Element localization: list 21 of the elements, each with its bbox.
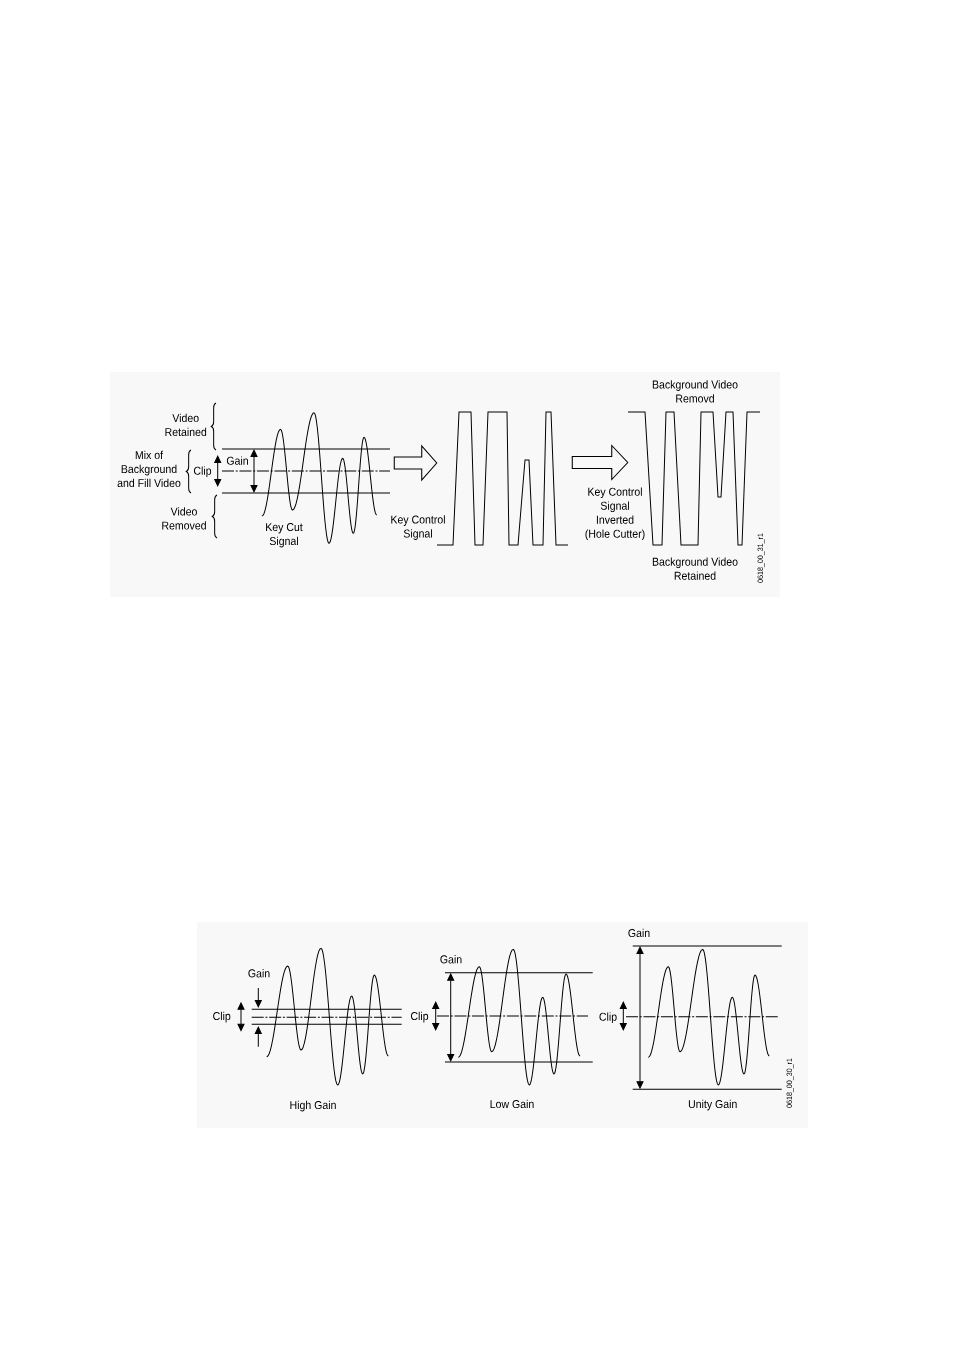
clip-label: Clip (193, 466, 212, 478)
region-label: Video Retained (165, 413, 207, 437)
region-label: Video Removed (162, 507, 206, 530)
clip-label: Clip (599, 1012, 617, 1024)
gain-label: Gain (226, 456, 248, 465)
panel-caption: Low Gain (490, 1099, 534, 1109)
region-label: Mix of Background and Fill Video (117, 450, 181, 488)
clip-label: Clip (410, 1011, 429, 1023)
signal-caption: Background Video Removd (652, 380, 738, 403)
gain-label: Gain (248, 969, 270, 978)
panel-caption: Unity Gain (688, 1099, 737, 1111)
clip-label: Clip (213, 1011, 231, 1023)
gain-label: Gain (628, 928, 650, 938)
signal-caption: Key Control Signal Inverted (Hole Cutter) (585, 487, 645, 541)
block-arrow (571, 444, 629, 481)
signal-caption: Key Cut Signal (266, 523, 303, 548)
gain-label: Gain (440, 955, 462, 964)
signal-caption: Key Control Signal (391, 515, 445, 540)
signal-caption: Background Video Retained (652, 557, 738, 580)
panel-caption: High Gain (290, 1100, 336, 1112)
block-arrow (393, 444, 438, 482)
